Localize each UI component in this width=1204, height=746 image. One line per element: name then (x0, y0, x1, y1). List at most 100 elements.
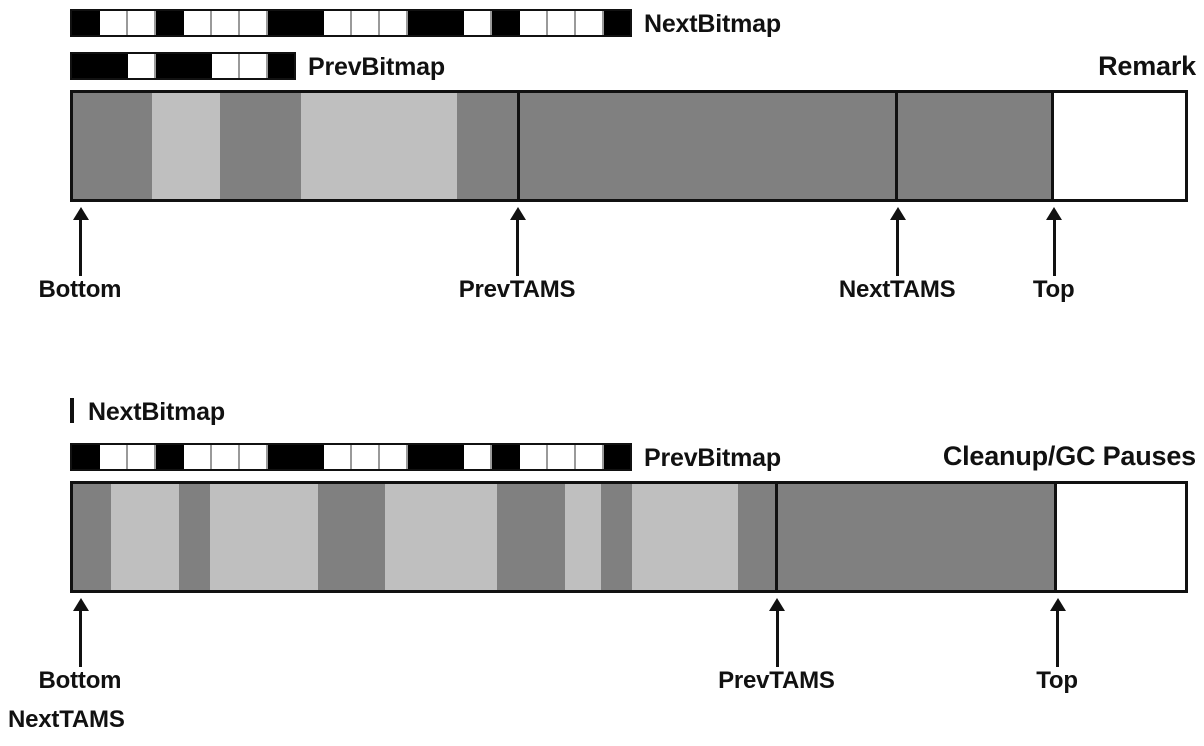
bitmap-cell (576, 445, 604, 469)
bitmap-cell (268, 445, 296, 469)
heap-band-dark (456, 93, 518, 199)
heap-band-light (209, 484, 318, 590)
axis-label-prevtams: PrevTAMS (718, 667, 835, 694)
heap-band-light (564, 484, 602, 590)
panel-title-remark: Remark (1098, 51, 1196, 81)
heap-band-light (385, 484, 497, 590)
bitmap-cell (128, 445, 156, 469)
bitmap-cell (212, 11, 240, 35)
heap-band-dark (219, 93, 301, 199)
bitmap-cell (156, 11, 184, 35)
bitmap-cell (72, 445, 100, 469)
axis-label-nexttams: NextTAMS (838, 276, 956, 303)
bitmap-cell (380, 11, 408, 35)
heap-band-dark (601, 484, 633, 590)
heap-band-white (1054, 484, 1185, 590)
heap-divider (894, 93, 898, 199)
heap-band-dark (73, 93, 152, 199)
bitmap-cell (268, 11, 296, 35)
bitmap-cell (408, 11, 436, 35)
heap-band-dark (775, 484, 1055, 590)
bitmap-cell (72, 54, 100, 78)
bitmap-cell (240, 11, 268, 35)
heap-divider (516, 93, 520, 199)
heap-divider (1053, 484, 1057, 590)
heap-band-dark (737, 484, 776, 590)
next-bitmap-tick-cleanup (70, 398, 74, 423)
bitmap-cell (128, 11, 156, 35)
bitmap-cell (156, 445, 184, 469)
heap-band-dark (496, 484, 565, 590)
heap-band-dark (517, 93, 896, 199)
bitmap-cell (604, 11, 630, 35)
bitmap-cell (464, 11, 492, 35)
next-bitmap-strip-remark (70, 9, 632, 37)
axis-label-top: Top (1036, 667, 1078, 694)
bitmap-cell (100, 11, 128, 35)
bitmap-cell (520, 11, 548, 35)
heap-band-light (632, 484, 738, 590)
bitmap-cell (212, 54, 240, 78)
bitmap-cell (100, 445, 128, 469)
marker-arrow-prevtams (516, 218, 520, 276)
axis-label-top: Top (1032, 276, 1075, 303)
bitmap-cell (408, 445, 436, 469)
bitmap-cell (548, 445, 576, 469)
bitmap-cell (184, 54, 212, 78)
bitmap-cell (324, 11, 352, 35)
heap-bar-remark (70, 90, 1188, 202)
heap-band-dark (178, 484, 210, 590)
prev-bitmap-strip-remark (70, 52, 296, 80)
prev-bitmap-label-remark: PrevBitmap (308, 53, 445, 81)
bitmap-cell (352, 445, 380, 469)
bitmap-cell (184, 11, 212, 35)
bitmap-cell (100, 54, 128, 78)
bitmap-cell (184, 445, 212, 469)
bitmap-cell (240, 445, 268, 469)
marker-arrow-bottom (79, 218, 83, 276)
marker-arrow-top (1056, 609, 1060, 667)
bitmap-cell (492, 445, 520, 469)
heap-divider (774, 484, 778, 590)
heap-band-dark (73, 484, 111, 590)
bitmap-cell (296, 11, 324, 35)
next-bitmap-label-cleanup: NextBitmap (88, 398, 225, 426)
heap-bar-cleanup (70, 481, 1188, 593)
heap-band-dark (895, 93, 1052, 199)
bitmap-cell (380, 445, 408, 469)
bitmap-cell (492, 11, 520, 35)
bitmap-cell (128, 54, 156, 78)
bitmap-cell (268, 54, 294, 78)
prev-bitmap-label-cleanup: PrevBitmap (644, 444, 781, 472)
heap-band-light (110, 484, 179, 590)
bitmap-cell (352, 11, 380, 35)
bitmap-cell (156, 54, 184, 78)
bitmap-cell (296, 445, 324, 469)
bitmap-cell (604, 445, 630, 469)
prev-bitmap-strip-cleanup (70, 443, 632, 471)
axis-label-nexttams-cleanup: NextTAMS (8, 706, 125, 733)
axis-label-bottom: Bottom (38, 276, 122, 303)
bitmap-cell (212, 445, 240, 469)
heap-band-light (300, 93, 457, 199)
marker-arrow-top (1052, 218, 1056, 276)
bitmap-cell (436, 445, 464, 469)
bitmap-cell (72, 11, 100, 35)
bitmap-cell (520, 445, 548, 469)
marker-arrow-nexttams (896, 218, 900, 276)
bitmap-cell (324, 445, 352, 469)
heap-divider (1050, 93, 1054, 199)
marker-arrow-bottom (79, 609, 83, 667)
bitmap-cell (576, 11, 604, 35)
bitmap-cell (436, 11, 464, 35)
next-bitmap-label-remark: NextBitmap (644, 10, 781, 38)
axis-label-bottom: Bottom (38, 667, 122, 694)
axis-label-prevtams: PrevTAMS (458, 276, 576, 303)
marker-arrow-prevtams (775, 609, 779, 667)
heap-band-light (151, 93, 220, 199)
bitmap-cell (464, 445, 492, 469)
bitmap-cell (548, 11, 576, 35)
heap-band-white (1051, 93, 1185, 199)
bitmap-cell (240, 54, 268, 78)
